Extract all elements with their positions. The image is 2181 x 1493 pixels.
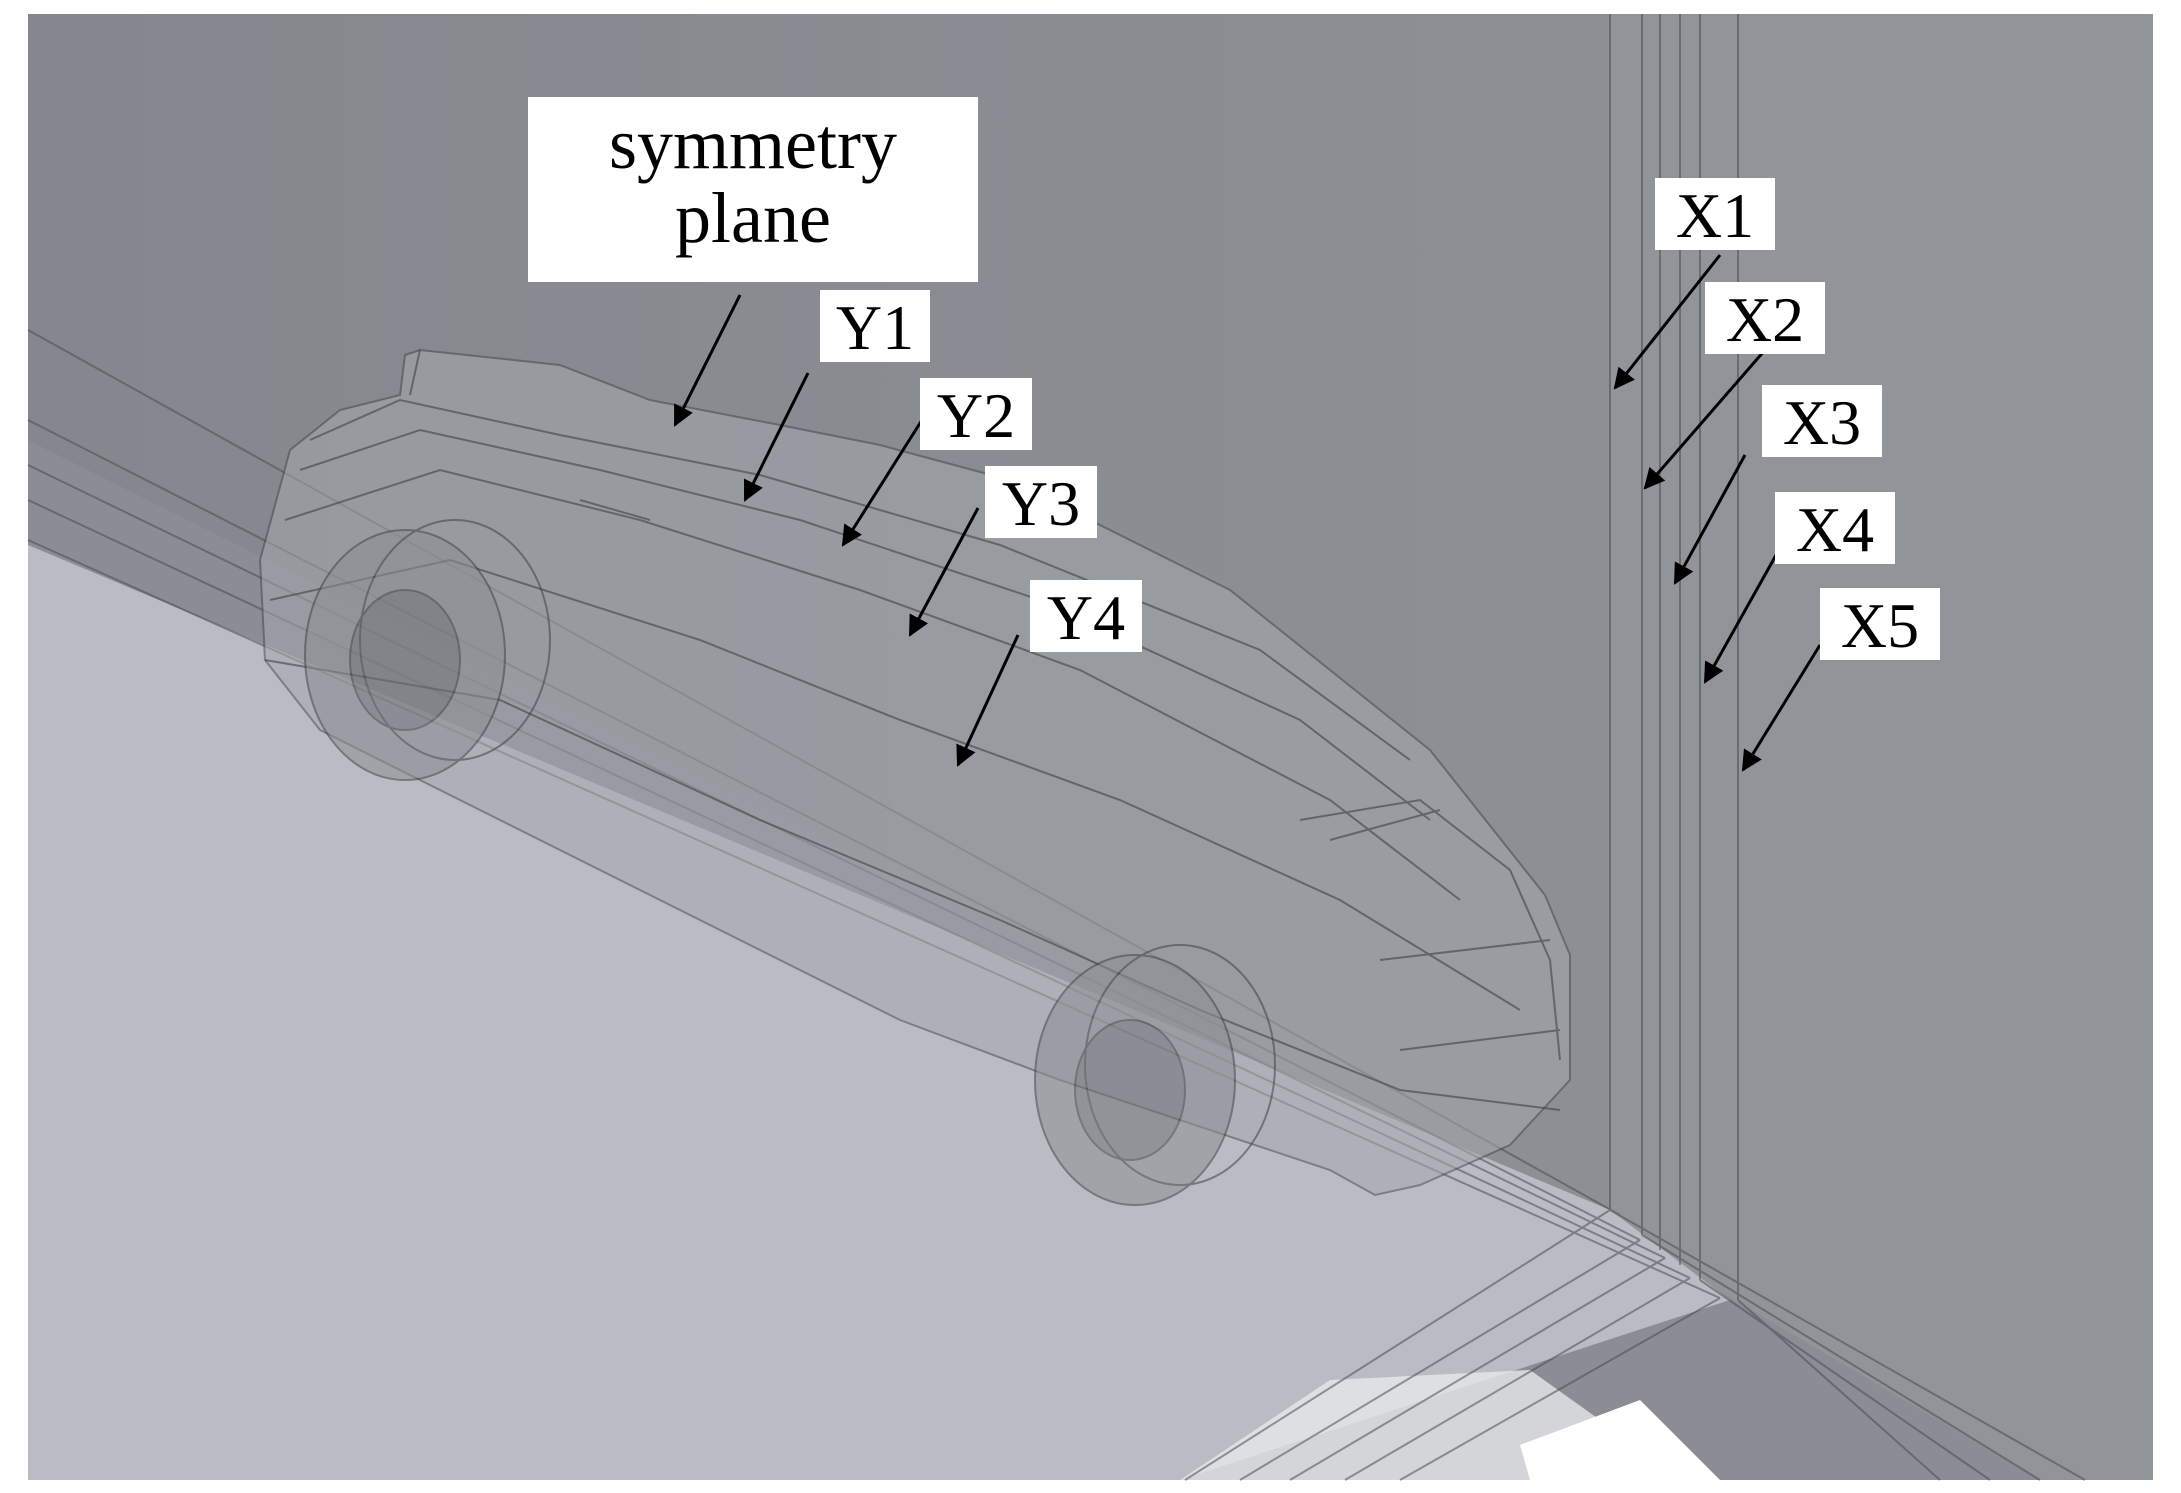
label-x5-text: X5 (1841, 590, 1919, 661)
arrow-x2 (1643, 349, 1767, 490)
label-x2-text: X2 (1726, 284, 1804, 355)
label-x4: X4 (1775, 492, 1895, 565)
label-x1-text: X1 (1676, 180, 1754, 251)
front-wheel (1034, 944, 1276, 1206)
label-y3: Y3 (985, 466, 1097, 539)
label-x3: X3 (1762, 385, 1882, 458)
arrow-y3 (908, 507, 980, 637)
label-y1-text: Y1 (836, 292, 914, 363)
symmetry-plane-label: symmetry plane (528, 97, 978, 282)
arrow-symmetry-plane (673, 294, 742, 427)
arrow-x5 (1741, 644, 1822, 772)
right-wall (1610, 14, 2153, 1480)
label-y4-text: Y4 (1047, 582, 1125, 653)
arrow-y2 (841, 419, 924, 547)
arrow-x3 (1673, 454, 1747, 585)
arrow-x4 (1703, 547, 1782, 684)
arrow-y4 (956, 634, 1020, 767)
arrow-x1 (1613, 254, 1722, 390)
label-y3-text: Y3 (1002, 468, 1080, 539)
symmetry-label-line2: plane (675, 178, 831, 258)
label-x4-text: X4 (1796, 494, 1874, 565)
car-model (258, 348, 1571, 1206)
rear-wheel (304, 519, 551, 781)
label-x5: X5 (1820, 588, 1940, 661)
label-y1: Y1 (820, 290, 930, 363)
arrow-y1 (743, 372, 810, 502)
label-x3-text: X3 (1783, 387, 1861, 458)
symmetry-label-line1: symmetry (609, 104, 897, 184)
label-y4: Y4 (1030, 580, 1142, 653)
label-x1: X1 (1655, 178, 1775, 251)
floor-highlight-white (1520, 1400, 1720, 1480)
label-y2-text: Y2 (937, 380, 1015, 451)
annotation-arrows (673, 254, 1822, 772)
label-x2: X2 (1705, 282, 1825, 355)
label-y2: Y2 (920, 378, 1032, 451)
